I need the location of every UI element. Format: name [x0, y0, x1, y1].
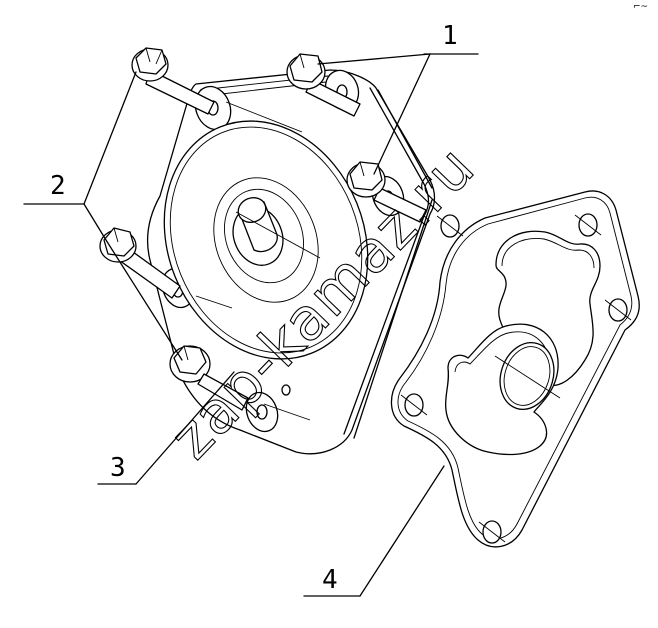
callout-2: 2: [50, 171, 66, 201]
bolt: [131, 47, 215, 115]
corner-mark: ⌐~: [633, 2, 648, 12]
gasket: [390, 190, 640, 548]
gasket-upper-cutout: [495, 230, 601, 387]
bolt: [286, 53, 361, 117]
callout-3: 3: [110, 453, 126, 483]
bolt: [346, 161, 427, 223]
bolt: [169, 345, 249, 411]
right-bolts: [286, 53, 427, 223]
callout-leaders: [23, 53, 479, 597]
left-bolts: [99, 47, 249, 411]
callout-1: 1: [442, 21, 458, 51]
callout-4: 4: [322, 565, 338, 595]
gasket-port: [499, 342, 555, 410]
gasket-bolt-holes: [400, 213, 632, 544]
